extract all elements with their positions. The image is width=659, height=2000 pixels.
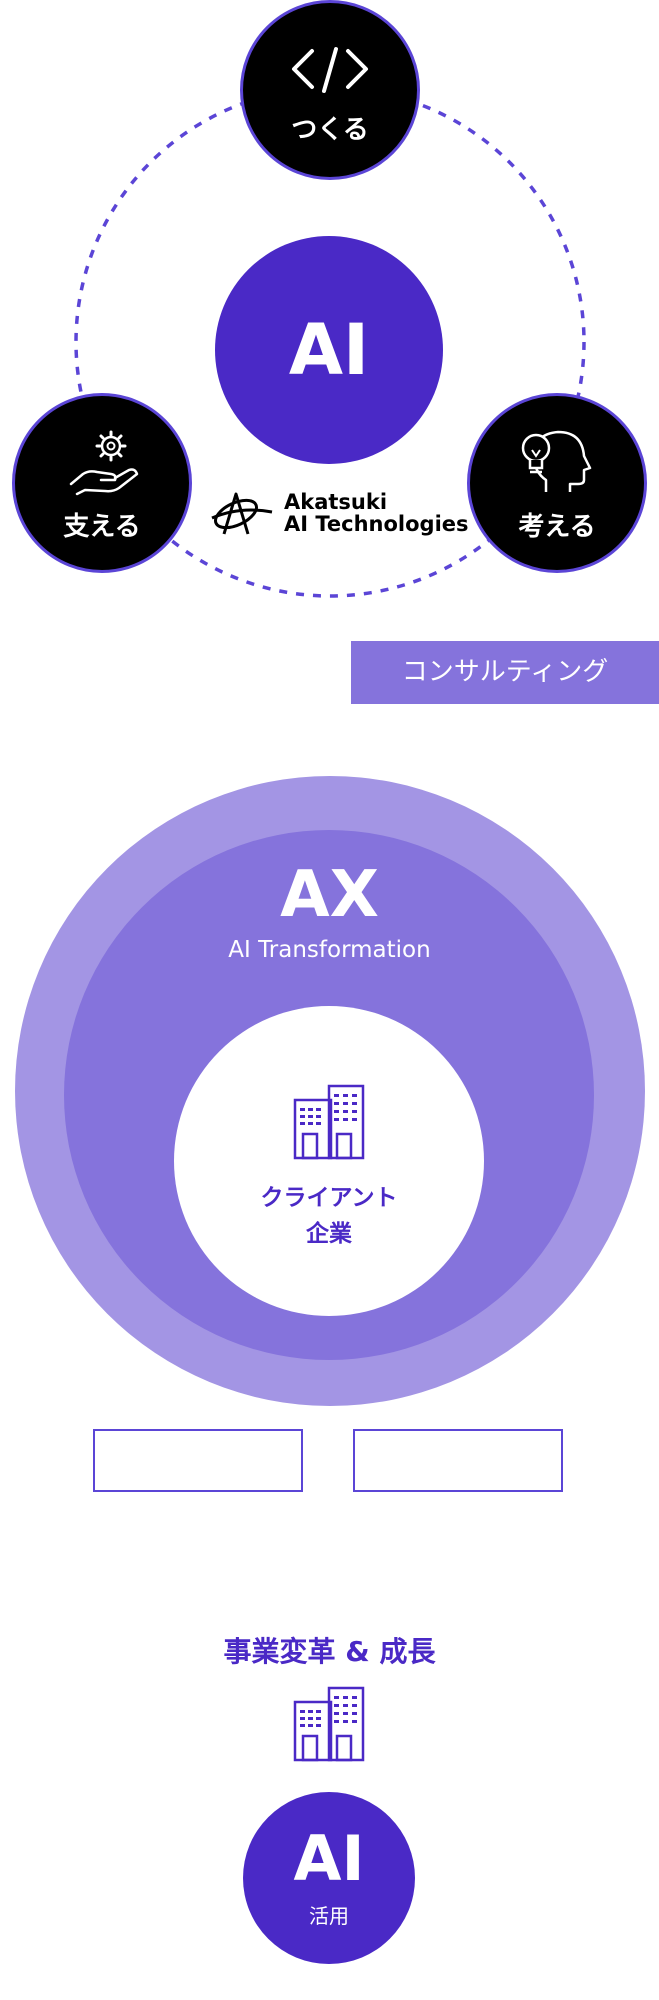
consulting-label: コンサルティング xyxy=(351,641,659,704)
node-make-label: つくる xyxy=(291,115,369,145)
client-label-line1: クライアント xyxy=(260,1185,398,1211)
center-ai-circle: AI xyxy=(215,236,443,464)
center-ai-label: AI xyxy=(288,309,370,391)
ax-subtitle: AI Transformation xyxy=(228,937,431,963)
empty-box-right xyxy=(353,1429,563,1492)
head-lightbulb-icon xyxy=(521,430,592,492)
bottom-ai-subtitle: 活用 xyxy=(309,1904,349,1928)
hand-gear-icon xyxy=(69,430,139,496)
akatsuki-logo-mark xyxy=(211,492,273,535)
node-think: 考える xyxy=(467,393,647,573)
node-support-label: 支える xyxy=(63,512,141,542)
building-icon xyxy=(293,1084,365,1160)
node-make: つくる xyxy=(240,0,420,180)
growth-label: 事業変革 & 成長 xyxy=(223,1635,436,1668)
node-support: 支える xyxy=(12,393,192,573)
building-icon-bottom xyxy=(293,1686,365,1762)
client-circle xyxy=(174,1006,484,1316)
logo-text-line2: AI Technologies xyxy=(284,512,469,536)
akatsuki-logo: Akatsuki AI Technologies xyxy=(210,488,469,540)
node-think-label: 考える xyxy=(518,512,596,542)
bottom-ai-title: AI xyxy=(293,1822,365,1895)
client-label-line2: 企業 xyxy=(306,1221,352,1247)
ax-title: AX xyxy=(280,858,379,932)
bottom-ai-circle: AI 活用 xyxy=(243,1792,415,1964)
logo-text-line1: Akatsuki xyxy=(284,490,388,514)
code-icon xyxy=(292,47,368,93)
empty-box-left xyxy=(93,1429,303,1492)
